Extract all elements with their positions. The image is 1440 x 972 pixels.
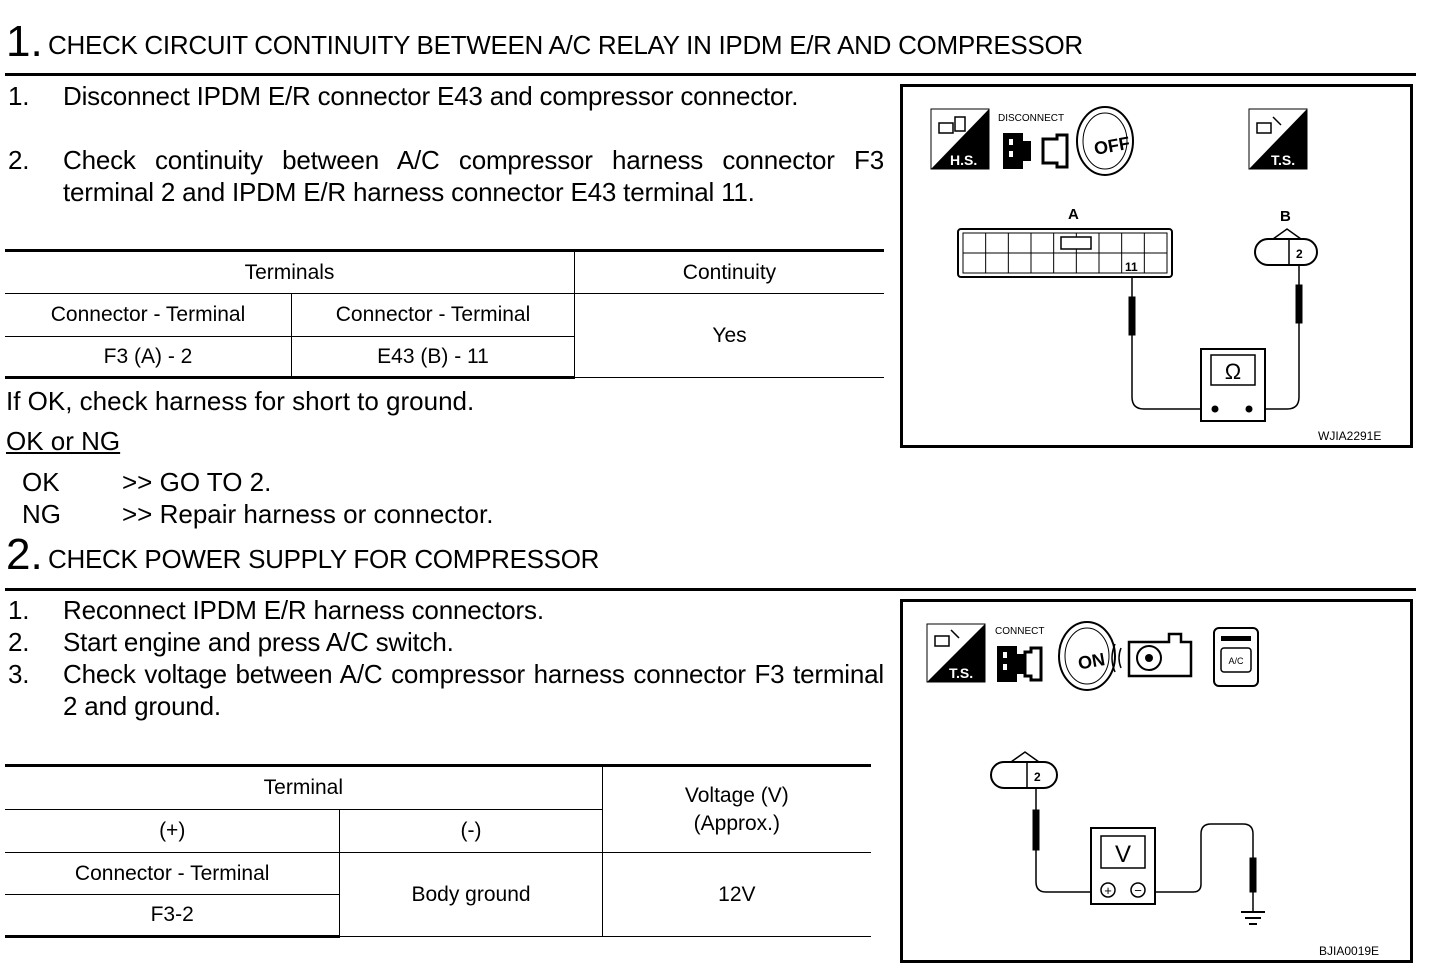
section-2-step-2: 2. Start engine and press A/C switch. (8, 626, 884, 658)
section-2-step-1: 1. Reconnect IPDM E/R harness connectors… (8, 594, 884, 626)
ohm-symbol: Ω (1225, 359, 1241, 384)
header-connector-terminal: Connector - Terminal (5, 293, 292, 337)
section-1-step-1: 1. Disconnect IPDM E/R connector E43 and… (8, 80, 884, 144)
step-number: 2. (8, 627, 30, 657)
plus-terminal: + (1104, 883, 1112, 898)
hand-service-icon: H.S. (930, 108, 990, 170)
step-text: Reconnect IPDM E/R harness connectors. (63, 595, 544, 625)
header-continuity: Continuity (574, 249, 884, 294)
result-ng-key: NG (22, 499, 61, 529)
ignition-on-icon: ON (1058, 621, 1116, 691)
terminal-2-label: 2 (1034, 770, 1041, 784)
voltage-table: Terminal Voltage (V) (Approx.) (+) (-) C… (5, 764, 871, 938)
figure-2-code: BJIA0019E (1319, 944, 1380, 958)
cell-connector-terminal: Connector - Terminal (5, 852, 341, 895)
probe-wires (1128, 265, 1303, 410)
terminal-2-label: 2 (1296, 247, 1303, 261)
ts-label: T.S. (949, 665, 973, 681)
step-number: 1. (8, 595, 30, 625)
step-number: 2. (8, 145, 30, 175)
cell-terminal-b: E43 (B) - 11 (291, 336, 575, 379)
step-text: Check voltage between A/C compressor har… (63, 659, 884, 721)
step-number: 1. (8, 81, 30, 111)
section-2-step-3: 3. Check voltage between A/C compressor … (8, 658, 884, 722)
header-plus: (+) (5, 809, 341, 853)
section-1-number: 1. (6, 17, 43, 66)
continuity-table: Terminals Continuity Connector - Termina… (5, 249, 884, 379)
connect-label: CONNECT (995, 626, 1044, 637)
header-voltage: Voltage (V) (Approx.) (601, 764, 871, 853)
connector-a-label: A (1068, 206, 1079, 223)
compressor-connector: 2 (990, 751, 1058, 789)
voltmeter: V + − (1090, 827, 1156, 905)
result-ng-action: >> Repair harness or connector. (122, 499, 494, 529)
probe-wires (1032, 788, 1265, 925)
result-ok-key: OK (22, 467, 60, 497)
cell-body-ground: Body ground (339, 852, 603, 937)
cell-voltage-value: 12V (601, 852, 871, 937)
ac-switch-icon: A/C (1213, 627, 1259, 687)
step-text: Start engine and press A/C switch. (63, 627, 454, 657)
step-text: Disconnect IPDM E/R connector E43 and co… (63, 81, 799, 111)
connector-b: 2 (1254, 228, 1318, 266)
minus-terminal: − (1134, 883, 1142, 898)
engine-running-icon (1111, 632, 1193, 678)
trouble-shooting-icon: T.S. (926, 623, 986, 683)
header-terminal: Terminal (5, 764, 603, 810)
off-label: OFF (1092, 133, 1131, 159)
section-2-number: 2. (6, 530, 43, 579)
section-2-rule (5, 588, 1416, 591)
hs-label: H.S. (950, 152, 977, 168)
figure-voltage-check: T.S. CONNECT ON A/C (900, 599, 1413, 963)
ok-or-ng-heading: OK or NG (6, 426, 121, 456)
ignition-off-icon: OFF (1076, 106, 1134, 176)
connector-a: 11 (957, 228, 1173, 278)
header-terminals: Terminals (5, 249, 575, 294)
disconnect-icon: DISCONNECT (998, 113, 1069, 169)
figure-1-code: WJIA2291E (1318, 429, 1382, 443)
ohmmeter: Ω (1200, 348, 1266, 422)
result-ok-action: >> GO TO 2. (122, 467, 272, 497)
figure-continuity-check: H.S. DISCONNECT OFF T.S. A (900, 84, 1413, 448)
step-text: Check continuity between A/C compressor … (63, 145, 884, 207)
cell-continuity-value: Yes (574, 293, 884, 378)
section-1-title: CHECK CIRCUIT CONTINUITY BETWEEN A/C REL… (48, 30, 1083, 60)
cell-terminal-value: F3-2 (5, 894, 340, 938)
disconnect-label: DISCONNECT (998, 113, 1064, 124)
section-2-title: CHECK POWER SUPPLY FOR COMPRESSOR (48, 544, 600, 574)
section-1-rule (5, 73, 1416, 76)
connector-b-label: B (1280, 208, 1291, 225)
header-minus: (-) (339, 809, 603, 853)
terminal-11-label: 11 (1125, 260, 1138, 274)
trouble-shooting-icon: T.S. (1248, 108, 1308, 170)
ts-label: T.S. (1271, 152, 1295, 168)
cell-terminal-a: F3 (A) - 2 (5, 336, 292, 379)
section-1-step-2: 2. Check continuity between A/C compress… (8, 144, 884, 208)
ac-label: A/C (1228, 656, 1244, 666)
ok-note: If OK, check harness for short to ground… (6, 386, 475, 416)
header-connector-terminal: Connector - Terminal (291, 293, 575, 337)
connect-icon: CONNECT (995, 626, 1044, 682)
on-label: ON (1076, 649, 1106, 673)
volt-symbol: V (1115, 841, 1131, 868)
step-number: 3. (8, 659, 30, 689)
